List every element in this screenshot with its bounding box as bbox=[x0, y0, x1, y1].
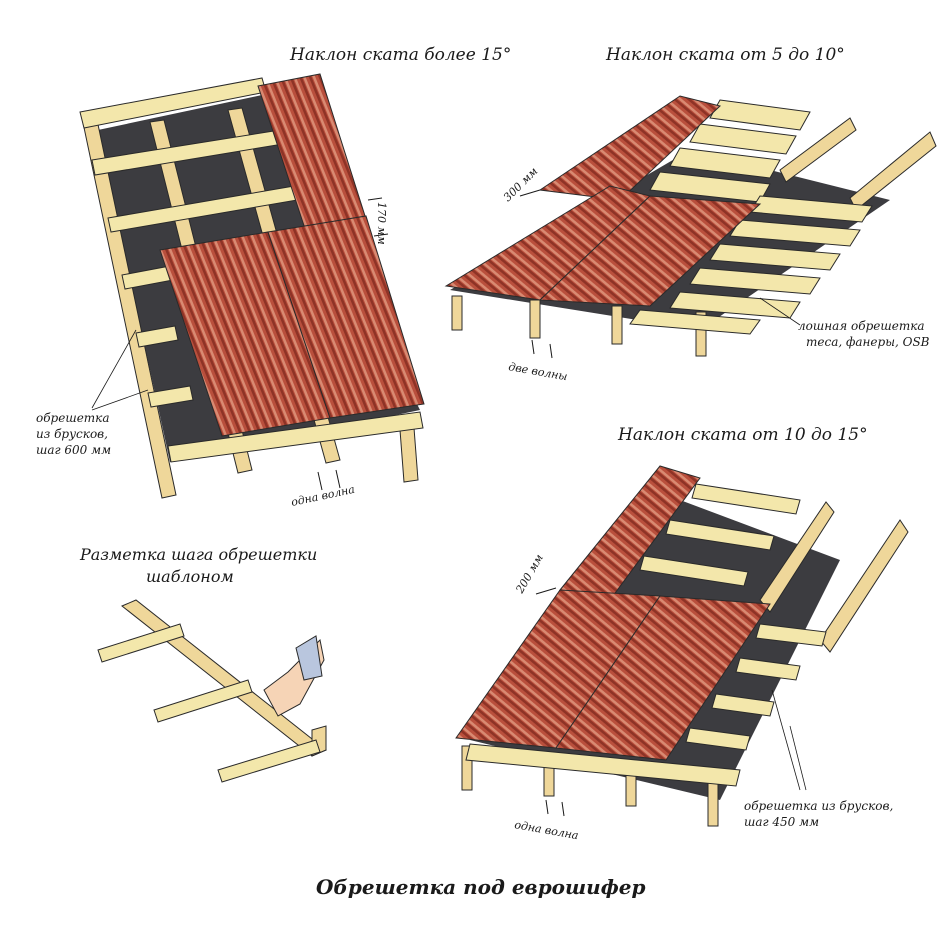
corrugated-sheet-right bbox=[267, 215, 425, 419]
solid-boards bbox=[629, 99, 873, 335]
battens-600mm bbox=[79, 77, 424, 463]
dim-300mm: 300 мм bbox=[501, 165, 540, 204]
panel-low-slope: 300 мм две волны лошная обрешетка теса, … bbox=[444, 45, 937, 383]
note-battens-600-l1: обрешетка bbox=[36, 411, 110, 425]
note-battens-600-l3: шаг 600 мм bbox=[36, 443, 111, 457]
note-battens-450-l2: шаг 450 мм bbox=[744, 815, 819, 829]
title-medium-slope: Наклон ската от 10 до 15° bbox=[617, 425, 868, 445]
title-low-slope: Наклон ската от 5 до 10° bbox=[605, 45, 845, 65]
title-template-l1: Разметка шага обрешетки bbox=[79, 545, 317, 564]
note-solid-boards-l2: теса, фанеры, OSB bbox=[806, 335, 930, 349]
title-steep-slope: Наклон ската более 15° bbox=[289, 45, 511, 65]
note-battens-600-l2: из брусков, bbox=[36, 427, 108, 441]
hand-illustration bbox=[263, 635, 325, 717]
corrugated-sheet-right bbox=[538, 195, 762, 307]
template-bars bbox=[97, 623, 321, 783]
corrugated-sheet-right bbox=[555, 595, 771, 761]
title-template-l2: шаблоном bbox=[146, 567, 234, 586]
note-solid-boards-l1: лошная обрешетка bbox=[798, 319, 925, 333]
rafters bbox=[451, 117, 937, 357]
battens-450mm bbox=[465, 483, 827, 787]
dim-one-wave: одна волна bbox=[290, 483, 356, 509]
panel-template-marking: Разметка шага обрешетки шаблоном bbox=[79, 545, 327, 783]
diagram-caption: Обрешетка под еврошифер bbox=[316, 875, 645, 899]
dim-170mm: 170 мм bbox=[375, 202, 388, 245]
panel-medium-slope: 200 мм одна волна обрешетка из брусков, … bbox=[455, 425, 909, 842]
panel-steep-slope: 170 мм одна волна обрешетка из брусков, … bbox=[36, 45, 511, 509]
dim-200mm: 200 мм bbox=[513, 552, 546, 596]
dim-one-wave: одна волна bbox=[513, 818, 579, 842]
dim-two-waves: две волны bbox=[507, 360, 568, 383]
note-battens-450-l1: обрешетка из брусков, bbox=[744, 799, 893, 813]
